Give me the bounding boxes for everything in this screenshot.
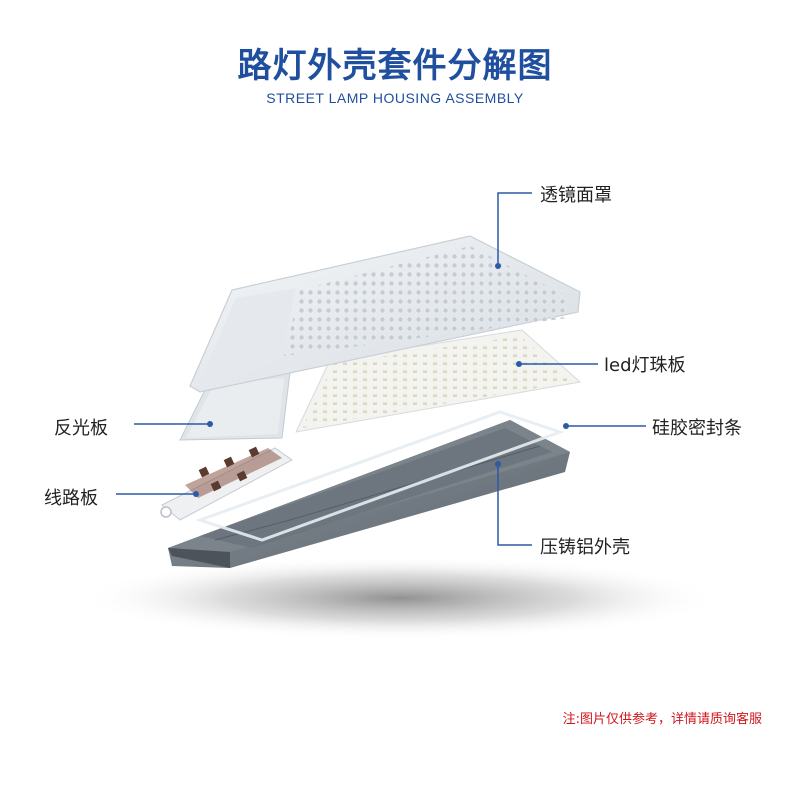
leader-dot-housing (495, 461, 501, 467)
circuit-board-part (160, 446, 293, 521)
disclaimer-note: 注:图片仅供参考，详情请质询客服 (562, 712, 762, 727)
ground-shadow (80, 556, 720, 640)
label-die-cast-housing: 压铸铝外壳 (540, 537, 630, 558)
silicone-seal-part (195, 410, 565, 542)
die-cast-housing-part (168, 420, 570, 568)
label-lens-cover: 透镜面罩 (540, 185, 612, 206)
label-silicone-seal: 硅胶密封条 (652, 418, 742, 439)
leader-dot-lens-cover (495, 263, 501, 269)
label-led-board: led灯珠板 (604, 355, 686, 376)
leader-lens-cover (497, 192, 532, 266)
label-reflector: 反光板 (54, 418, 108, 439)
leader-housing (497, 464, 532, 546)
leader-dot-reflector (207, 421, 213, 427)
leader-dot-silicone-seal (563, 423, 569, 429)
leader-dot-circuit-board (193, 491, 199, 497)
page-subtitle: STREET LAMP HOUSING ASSEMBLY (266, 90, 524, 106)
leader-lines (116, 192, 646, 546)
label-circuit-board: 线路板 (44, 488, 98, 509)
page-title: 路灯外壳套件分解图 (237, 46, 553, 86)
leader-dot-led-board (516, 361, 522, 367)
lens-cover-part (189, 235, 581, 393)
